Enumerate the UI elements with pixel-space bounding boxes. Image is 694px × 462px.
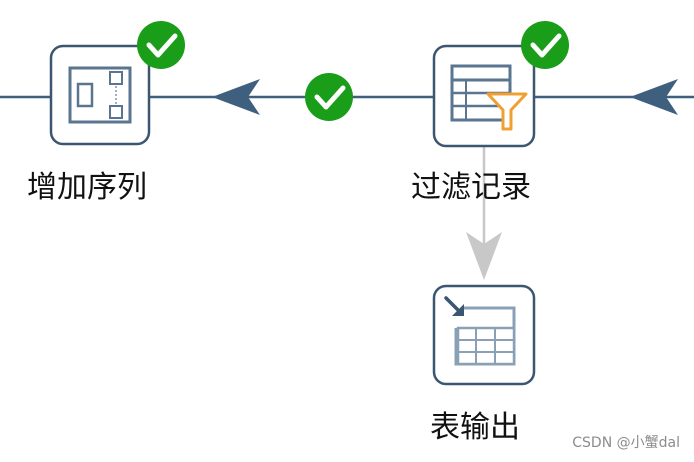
- hop-arrow-icon: [212, 79, 260, 115]
- watermark: CSDN @小蟹dal: [572, 435, 680, 451]
- hop-arrow-down-icon: [466, 232, 502, 280]
- step-label-add-sequence: 增加序列: [27, 170, 147, 205]
- filter-rows-icon: [450, 64, 528, 131]
- step-filter-rows[interactable]: [432, 44, 536, 148]
- step-success-check-icon: [521, 21, 569, 69]
- step-success-check-icon: [137, 21, 185, 69]
- table-output-icon: [444, 296, 516, 366]
- step-add-sequence[interactable]: [49, 44, 151, 146]
- step-table-output[interactable]: [432, 284, 536, 386]
- hop-success-check-icon: [305, 73, 353, 121]
- hop-arrow-icon: [630, 79, 678, 115]
- step-label-filter-rows: 过滤记录: [411, 170, 531, 205]
- step-label-table-output: 表输出: [430, 410, 520, 445]
- add-sequence-icon: [68, 66, 132, 124]
